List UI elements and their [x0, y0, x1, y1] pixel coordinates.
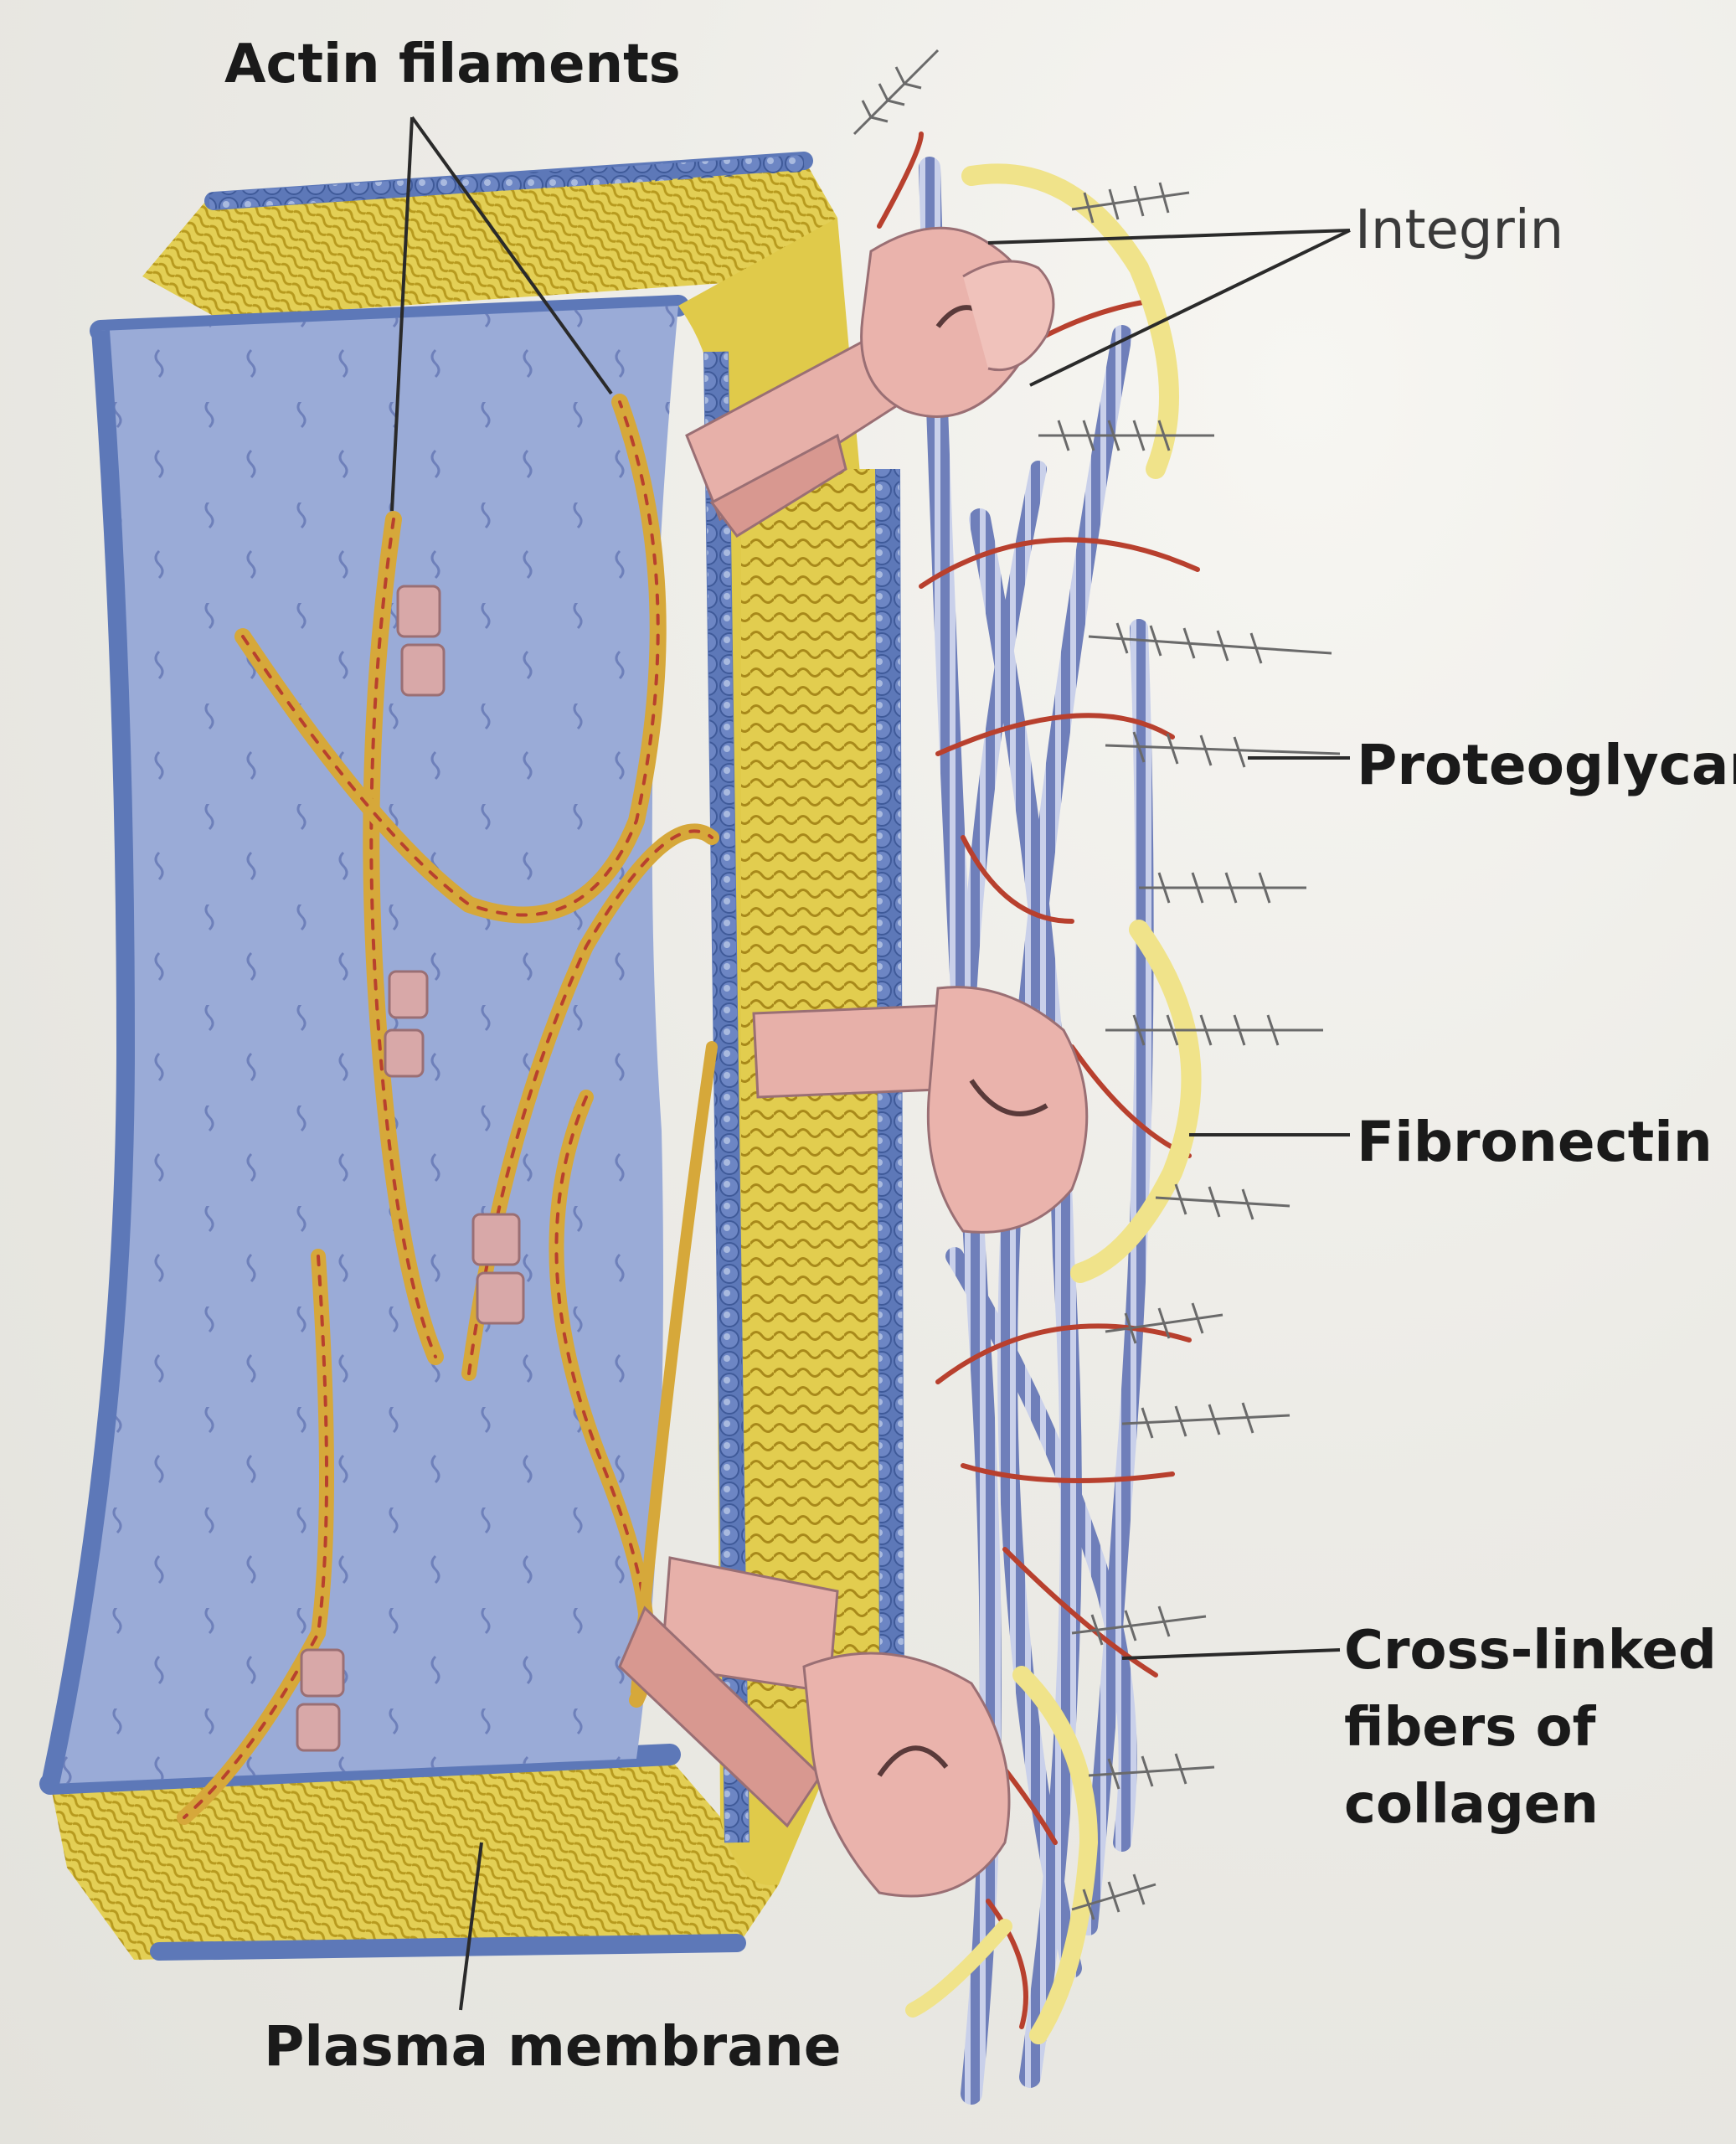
- proteoglycan: [1105, 1302, 1223, 1344]
- integrins: [618, 226, 1089, 1898]
- leader-collagen: [1121, 1648, 1341, 1660]
- actin-filament: [177, 1249, 334, 1825]
- leader-lines: [390, 116, 1351, 2011]
- proteoglycan: [1038, 420, 1214, 451]
- fibronectin-label: Fibronectin: [1357, 1110, 1713, 1174]
- actin-filament: [554, 1095, 650, 1702]
- leader-plasma: [459, 1842, 483, 2011]
- cytoplasmic-face: [41, 306, 678, 1786]
- membrane-top-face: [90, 152, 837, 342]
- integrin: [752, 986, 1089, 1234]
- leader-actin-b: [410, 116, 613, 395]
- collagen-label: Cross-linked fibers of collagen: [1344, 1612, 1717, 1843]
- actin-filament: [369, 518, 437, 1358]
- proteoglycan: [1071, 182, 1190, 224]
- proteoglycan: [1139, 872, 1306, 904]
- proteoglycan: [1071, 1873, 1156, 1920]
- proteoglycan: [1088, 622, 1332, 664]
- fibronectin: [905, 163, 1202, 2044]
- actin-filaments-label: Actin filaments: [224, 34, 681, 95]
- proteoglycan: [1121, 1402, 1290, 1439]
- collagen-fiber: [945, 1247, 1137, 1852]
- actin-filament: [631, 1041, 718, 1698]
- leader-actin-a: [390, 116, 414, 512]
- proteoglycan: [1105, 1014, 1323, 1046]
- proteoglycan: [1088, 1753, 1215, 1790]
- integrin-label: Integrin: [1355, 199, 1564, 261]
- membrane-bottom-face: [39, 1744, 779, 1961]
- leader-integrin-a: [987, 229, 1351, 245]
- proteoglycans: [853, 49, 1341, 1920]
- proteoglycan: [1071, 1605, 1207, 1646]
- proteoglycan: [1105, 731, 1341, 768]
- proteoglycan: [853, 49, 940, 136]
- leader-integrin-b: [1029, 229, 1351, 387]
- actin-filament: [241, 400, 660, 917]
- actin-binding-proteins: [296, 585, 525, 1752]
- proteoglycan-label: Proteoglycan: [1357, 733, 1736, 797]
- actin-filaments: [177, 394, 719, 1825]
- integrin: [685, 226, 1055, 538]
- integrin: [618, 1556, 1011, 1898]
- collagen-fiber: [1079, 619, 1154, 1935]
- plasma-membrane-label: Plasma membrane: [264, 2014, 842, 2079]
- collagen-label-line-2: fibers of: [1344, 1697, 1596, 1759]
- collagen-label-line-1: Cross-linked: [1344, 1620, 1717, 1682]
- proteoglycan: [1155, 1183, 1290, 1220]
- collagen-label-line-3: collagen: [1344, 1774, 1599, 1836]
- collagen-fiber: [969, 508, 1082, 2088]
